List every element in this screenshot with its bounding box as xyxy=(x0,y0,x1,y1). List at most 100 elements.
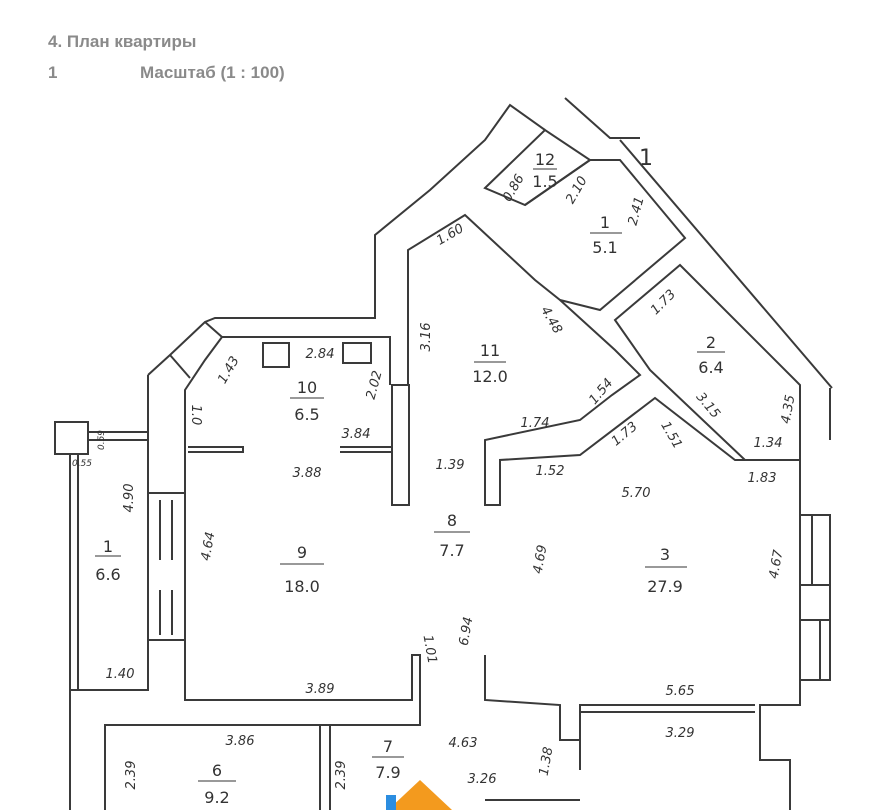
svg-text:3.89: 3.89 xyxy=(306,682,335,697)
svg-text:12: 12 xyxy=(535,150,555,169)
scale-label: Масштаб (1 : 100) xyxy=(140,63,285,82)
svg-text:1.74: 1.74 xyxy=(521,416,550,431)
svg-text:4.48: 4.48 xyxy=(537,304,564,337)
svg-text:2.41: 2.41 xyxy=(626,195,648,227)
svg-text:6.94: 6.94 xyxy=(457,616,477,647)
room-10: 106.5 xyxy=(290,378,324,424)
svg-text:3: 3 xyxy=(660,545,670,564)
svg-text:5.1: 5.1 xyxy=(592,238,617,257)
room-2: 26.4 xyxy=(697,333,725,377)
svg-text:1.0: 1.0 xyxy=(188,405,203,426)
svg-text:11: 11 xyxy=(480,341,500,360)
svg-text:1.40: 1.40 xyxy=(106,667,135,682)
room-9-bottom-wall xyxy=(69,640,421,810)
window-northwest xyxy=(169,321,223,379)
outer-wall-northeast xyxy=(564,97,833,389)
room-12: 121.5 xyxy=(532,150,557,191)
svg-text:0.86: 0.86 xyxy=(500,172,527,205)
svg-text:1.34: 1.34 xyxy=(754,436,783,451)
svg-text:1.51: 1.51 xyxy=(657,419,684,452)
svg-text:3.16: 3.16 xyxy=(419,323,434,352)
plan-title: 4. План квартиры xyxy=(48,32,197,51)
svg-text:1.43: 1.43 xyxy=(215,354,242,387)
svg-text:1.73: 1.73 xyxy=(648,287,679,318)
svg-text:1.73: 1.73 xyxy=(609,419,641,449)
svg-text:1: 1 xyxy=(600,213,610,232)
svg-text:8: 8 xyxy=(447,511,457,530)
svg-text:1.52: 1.52 xyxy=(536,464,565,479)
svg-text:3.84: 3.84 xyxy=(342,427,371,442)
stove-fixture xyxy=(342,342,372,364)
svg-text:3.26: 3.26 xyxy=(468,772,497,787)
balcony-room: 16.6 xyxy=(95,537,121,584)
room-7-wall xyxy=(319,655,580,810)
window-left-panes xyxy=(159,500,173,635)
svg-text:5.65: 5.65 xyxy=(666,684,695,699)
outer-wall-north xyxy=(147,103,546,376)
svg-text:2: 2 xyxy=(706,333,716,352)
walls xyxy=(54,97,833,810)
page-number: 1 xyxy=(48,63,58,82)
room-3-wall xyxy=(579,460,831,810)
door-stubs xyxy=(188,446,393,453)
svg-text:1.5: 1.5 xyxy=(532,172,557,191)
svg-text:1.38: 1.38 xyxy=(537,746,557,777)
svg-text:3.88: 3.88 xyxy=(293,466,322,481)
svg-text:4.69: 4.69 xyxy=(531,544,551,575)
svg-text:4.35: 4.35 xyxy=(779,394,799,425)
partition-stub xyxy=(391,384,410,506)
room-7: 77.9 xyxy=(372,737,404,782)
svg-text:9: 9 xyxy=(297,543,307,562)
room-11-wall xyxy=(407,213,800,506)
svg-text:1.39: 1.39 xyxy=(436,458,465,473)
room-11: 11 12.0 xyxy=(472,341,508,386)
svg-text:7.9: 7.9 xyxy=(375,763,400,782)
svg-text:7.7: 7.7 xyxy=(439,541,464,560)
svg-text:6.4: 6.4 xyxy=(698,358,723,377)
sink-fixture xyxy=(262,342,290,368)
svg-text:3.29: 3.29 xyxy=(666,726,695,741)
room-3: 327.9 xyxy=(645,545,687,596)
svg-text:0.59: 0.59 xyxy=(97,430,107,450)
room-1: 15.1 xyxy=(590,213,622,257)
window-left xyxy=(147,492,186,641)
logo-fragment xyxy=(386,780,452,810)
room-6: 69.2 xyxy=(198,761,236,807)
svg-text:4.64: 4.64 xyxy=(199,531,219,562)
svg-text:2.39: 2.39 xyxy=(334,761,349,790)
svg-text:3.86: 3.86 xyxy=(226,734,255,749)
dimension-labels: 0.86 2.10 2.41 1.60 4.48 3.16 1.73 1.54 … xyxy=(72,172,798,790)
svg-text:5.70: 5.70 xyxy=(622,486,651,501)
svg-text:10: 10 xyxy=(297,378,317,397)
svg-text:1: 1 xyxy=(103,537,113,556)
room-10-wall xyxy=(147,336,391,494)
svg-text:0.55: 0.55 xyxy=(72,459,92,469)
svg-text:4.67: 4.67 xyxy=(767,548,787,580)
svg-text:4.90: 4.90 xyxy=(122,484,137,513)
room-1-wall xyxy=(524,159,687,312)
svg-text:27.9: 27.9 xyxy=(647,577,683,596)
svg-text:12.0: 12.0 xyxy=(472,367,508,386)
room-9: 918.0 xyxy=(280,543,324,596)
svg-text:6.5: 6.5 xyxy=(294,405,319,424)
svg-text:1.60: 1.60 xyxy=(434,221,467,248)
room-8: 87.7 xyxy=(434,511,470,560)
svg-text:1.01: 1.01 xyxy=(420,634,440,665)
svg-text:9.2: 9.2 xyxy=(204,788,229,807)
balcony-column xyxy=(54,421,89,455)
svg-text:18.0: 18.0 xyxy=(284,577,320,596)
svg-text:2.02: 2.02 xyxy=(364,369,386,401)
balcony-outline xyxy=(69,431,149,691)
svg-text:3.15: 3.15 xyxy=(693,390,723,422)
svg-text:1.54: 1.54 xyxy=(586,376,616,408)
svg-text:2.39: 2.39 xyxy=(124,761,139,790)
svg-text:6.6: 6.6 xyxy=(95,565,120,584)
svg-text:4.63: 4.63 xyxy=(449,736,478,751)
svg-text:1.83: 1.83 xyxy=(748,471,777,486)
svg-text:6: 6 xyxy=(212,761,222,780)
svg-text:2.84: 2.84 xyxy=(306,347,335,362)
svg-text:2.10: 2.10 xyxy=(563,174,590,207)
plan-marker: 1 xyxy=(639,146,653,171)
